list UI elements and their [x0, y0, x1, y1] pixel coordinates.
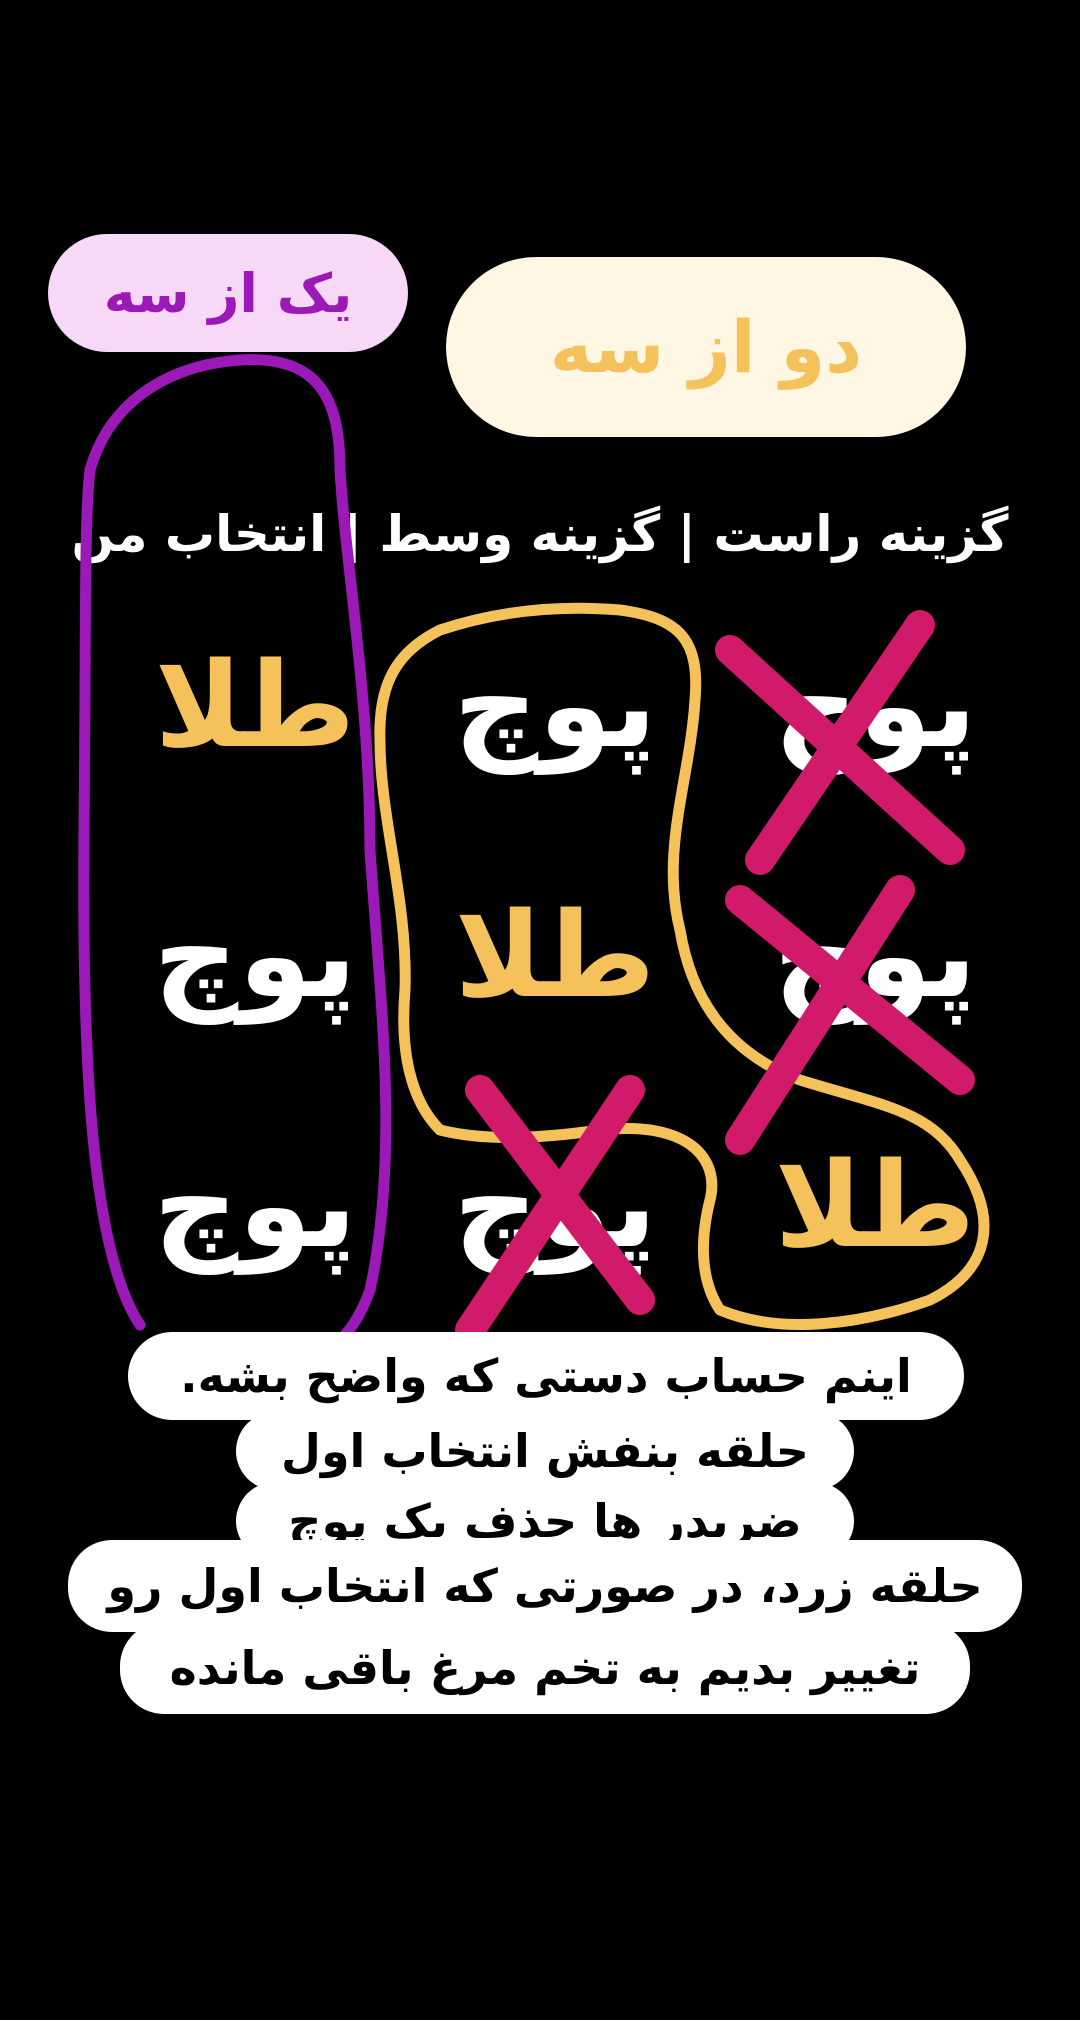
grid-cell-r2-right: پوچ — [773, 886, 977, 1024]
note-line-2: حلقه بنفش انتخاب اول — [236, 1412, 854, 1490]
grid-cell-r3-right: طلا — [774, 1136, 976, 1274]
grid-cell-r1-right: پوچ — [773, 636, 977, 774]
note-line-5: تغییر بدیم به تخم مرغ باقی مانده — [120, 1622, 970, 1714]
one-of-three-label: یک از سه — [48, 234, 408, 352]
grid-cell-r3-middle: پوچ — [453, 1136, 657, 1274]
grid-cell-r1-middle: پوچ — [453, 636, 657, 774]
grid-cell-r2-left: پوچ — [153, 886, 357, 1024]
column-header: گزینه راست | گزینه وسط | انتخاب من — [71, 505, 1009, 563]
grid-cell-r3-left: پوچ — [153, 1136, 357, 1274]
note-line-4: حلقه زرد، در صورتی که انتخاب اول رو — [68, 1540, 1022, 1632]
note-line-1: اینم حساب دستی که واضح بشه. — [128, 1332, 964, 1420]
two-of-three-label: دو از سه — [446, 257, 966, 437]
grid-cell-r2-middle: طلا — [454, 886, 656, 1024]
grid-cell-r1-left: طلا — [154, 636, 356, 774]
two-of-three-text: دو از سه — [549, 305, 863, 389]
one-of-three-text: یک از سه — [103, 261, 353, 325]
